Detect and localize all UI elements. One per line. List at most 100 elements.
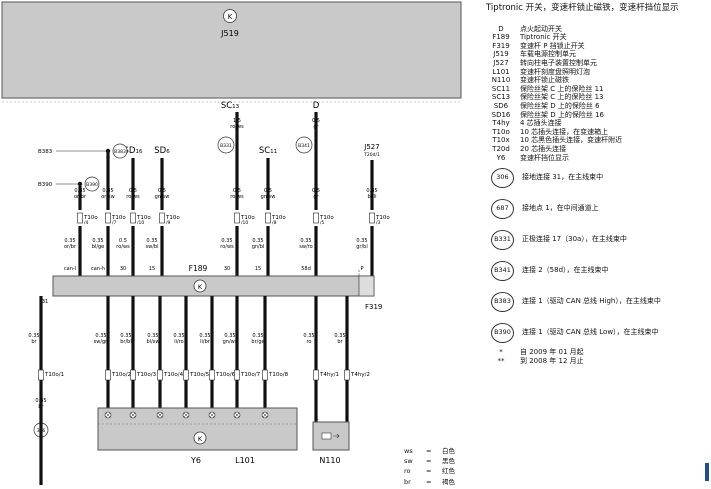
l101-label: L101: [235, 456, 255, 465]
color-abbr: ro: [404, 467, 411, 476]
connector-icon: [265, 212, 271, 224]
wire-size: 0.35: [356, 238, 367, 244]
connector-label: T10o/3: [136, 372, 157, 378]
legend-code: T10o: [492, 127, 510, 136]
color-code-item: ro=红色: [404, 466, 455, 476]
color-eq: =: [426, 467, 432, 476]
legend-code: J527: [493, 58, 509, 67]
wire-size: 1.5: [233, 118, 241, 124]
wire-size: 0.5: [264, 188, 272, 194]
color-code-item: ws = 白色: [404, 446, 455, 456]
connector-icon: [209, 369, 215, 381]
legend-desc: 10 芯黑色插头连接，变速杆附近: [520, 136, 623, 145]
pin-label: 31: [42, 299, 48, 305]
wire-color: gr: [313, 194, 319, 200]
wire-color: or/sw: [101, 194, 115, 200]
color-name: 褐色: [442, 477, 455, 486]
connector-icon: [234, 212, 240, 224]
legend-desc: 保险丝架 C 上的保险丝 13: [520, 93, 604, 102]
wire-color: br: [31, 339, 37, 345]
connector-icon: [130, 369, 136, 381]
connector-label: T10o/4: [163, 372, 184, 378]
wire-color: sw/bl: [146, 244, 159, 250]
legend-desc: 连接 1（驱动 CAN 总线 Low），在主线束中: [522, 328, 659, 337]
legend-circle-code: B331: [491, 229, 514, 250]
legend-title: Tiptronic 开关，变速杆锁止磁铁，变速杆挡位显示: [486, 3, 679, 13]
f189-label: F189: [189, 264, 208, 273]
wire-color: br/bl: [120, 339, 131, 345]
legend-code: T10x: [492, 136, 510, 145]
wire-size: 0.35: [366, 188, 377, 194]
k-symbol-icon: [193, 279, 207, 293]
connector-label: T10o/2: [111, 372, 131, 378]
connector-icon: [38, 369, 44, 381]
color-name: 白色: [442, 447, 455, 455]
connector-label: T10o: [271, 215, 286, 221]
wire-color: li/ro: [174, 339, 183, 345]
lamp-cross: [262, 412, 268, 418]
color-abbr: ws: [404, 447, 413, 455]
connector-icon: [183, 369, 189, 381]
legend-desc: 连接 1（驱动 CAN 总线 High），在主线束中: [522, 297, 661, 306]
solenoid-icon: [321, 432, 332, 440]
connector-pin: /7: [112, 220, 117, 226]
connector-label: T10o/7: [240, 372, 261, 378]
top-wire-group: 0.35or/brT10o/40.35or/brcan-l0.35or/swT1…: [64, 112, 390, 276]
svg-text:K: K: [198, 283, 203, 291]
terminal-label: can-h: [91, 266, 105, 272]
connector-label: T10o: [165, 215, 180, 221]
legend-desc: 连接 2（58d），在主线束中: [522, 266, 609, 275]
page-edge-marker: [705, 463, 709, 481]
connector-icon: [262, 369, 268, 381]
legend-code: **: [497, 357, 505, 366]
svg-text:B383: B383: [114, 149, 126, 155]
j519-label: J519: [220, 29, 239, 38]
wire-color: bl/li: [367, 194, 376, 200]
terminal-label: can-l: [64, 266, 76, 272]
f319-box: [358, 275, 375, 297]
legend-desc: 接地连接 31，在主线束中: [522, 173, 604, 182]
legend-desc: 自 2009 年 01 月起: [520, 348, 584, 357]
connector-label: T4hy/1: [319, 372, 339, 378]
wire-size: 0.35: [95, 333, 106, 339]
b341-circle: [295, 136, 313, 154]
connector-label: T10o: [136, 215, 151, 221]
legend-desc: 到 2008 年 12 月止: [520, 357, 584, 366]
connector-pin: /3: [376, 220, 381, 226]
wire-color: gr/bl: [356, 244, 367, 250]
legend-code: *: [499, 348, 503, 357]
y6-label: Y6: [190, 456, 201, 465]
wire-color: gn/sw: [155, 194, 170, 200]
connector-pin: /8: [272, 220, 277, 226]
connector-pin: /10: [241, 220, 248, 226]
b390-ref: B390: [38, 182, 53, 188]
wire-size: 0.35: [334, 333, 345, 339]
legend-desc: 变速杆挡位显示: [520, 153, 569, 162]
wire-color: gn/ws: [223, 339, 238, 345]
legend-desc: 10 芯插头连接，在变速箱上: [520, 127, 609, 136]
color-eq: =: [426, 477, 432, 486]
d-ref: D: [313, 101, 320, 111]
color-eq: =: [426, 447, 432, 455]
sc13-ref: SC13: [221, 101, 240, 111]
connector-label: T4hy/2: [350, 372, 370, 378]
wire-size: 0.5: [119, 238, 127, 244]
sd16-ref: SD16: [124, 146, 143, 156]
connector-icon: [130, 212, 136, 224]
wire-size: 0.35: [300, 238, 311, 244]
wire-size: 0.35: [199, 333, 210, 339]
sd6-ref: SD6: [154, 146, 170, 156]
legend-circle-code: 306: [491, 167, 514, 188]
connector-icon: [234, 369, 240, 381]
wire-color: ro/ws: [230, 194, 244, 200]
color-abbr: br: [404, 477, 411, 486]
terminal-label: 58d: [301, 266, 311, 272]
legend-desc: 保险丝架 D 上的保险丝 6: [520, 101, 600, 110]
legend-desc: 点火起动开关: [520, 24, 562, 33]
